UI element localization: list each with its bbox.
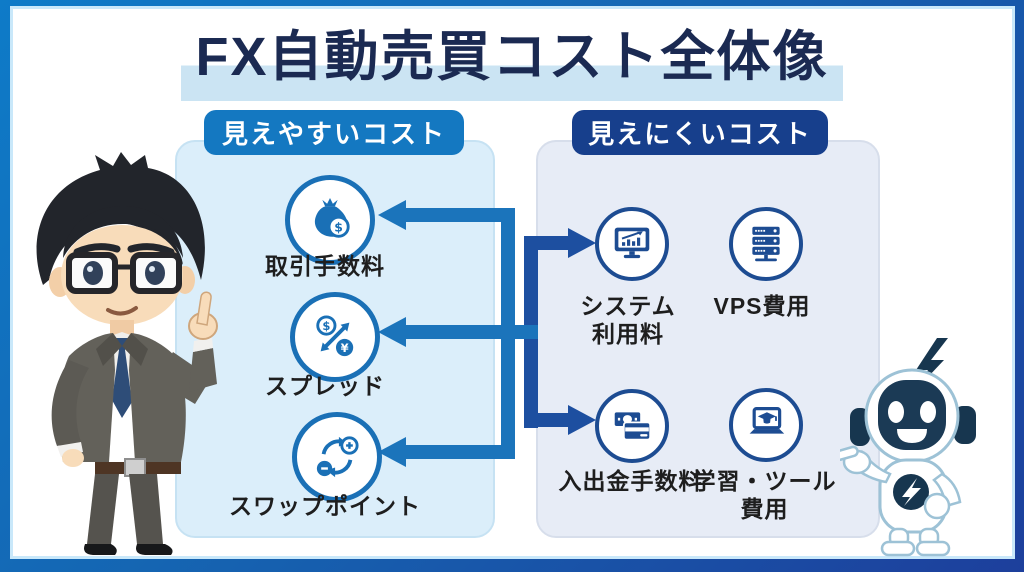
svg-text:¥: ¥: [341, 341, 349, 355]
hidden-costs-header-label: 見えにくいコスト: [588, 119, 812, 149]
currency-exchange-icon: $ ¥: [290, 292, 380, 382]
item-label: 学習・ツール 費用: [692, 468, 837, 523]
banknote-card-icon: [595, 389, 669, 463]
hidden-costs-header: 見えにくいコスト: [572, 110, 828, 155]
laptop-graduation-icon: [729, 388, 803, 462]
item-label: 取引手数料: [265, 253, 385, 279]
item-label: スプレッド: [265, 373, 385, 399]
visible-costs-header: 見えやすいコスト: [204, 110, 464, 155]
item-label: システム 利用料: [580, 293, 676, 348]
monitor-chart-icon: [595, 207, 669, 281]
money-bag-icon: $: [285, 175, 375, 265]
item-label: VPS費用: [713, 293, 811, 319]
server-icon: [729, 207, 803, 281]
page-title: FX自動売買コスト全体像: [0, 12, 1024, 101]
page-title-text: FX自動売買コスト全体像: [181, 12, 843, 101]
swap-plus-minus-icon: [292, 412, 382, 502]
item-label: 入出金手数料: [558, 468, 703, 494]
hidden-costs-panel: [536, 140, 880, 538]
visible-costs-header-label: 見えやすいコスト: [221, 119, 446, 149]
svg-text:$: $: [322, 319, 330, 333]
item-label: スワップポイント: [229, 493, 421, 519]
businessman-mascot: [36, 152, 218, 555]
robot-mascot: [840, 338, 976, 557]
svg-text:$: $: [334, 220, 343, 235]
